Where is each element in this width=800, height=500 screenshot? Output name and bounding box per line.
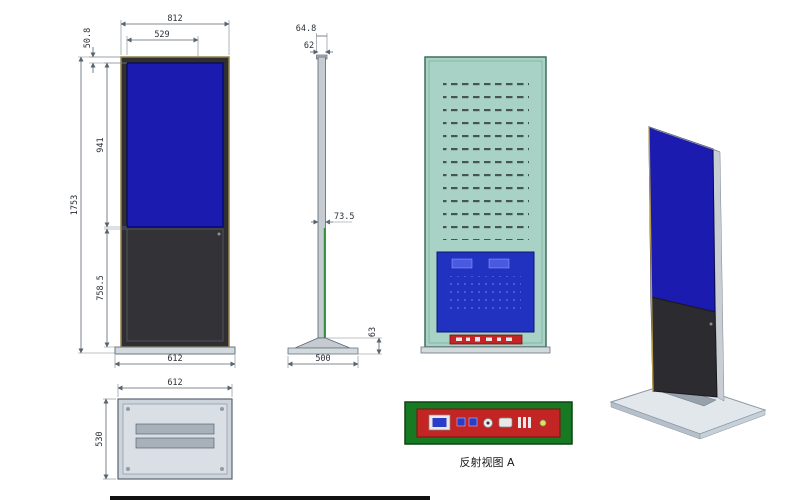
bottom-screw [126,407,130,411]
dim-label-50-8: 50.8 [83,28,93,48]
iso-lower-face [650,296,718,398]
dim-bottom-depth [103,398,116,480]
rear-view [420,56,551,354]
front-view: 812 529 50.8 941 1753 [70,14,236,368]
dim-label-62: 62 [304,41,314,51]
connector-mark [475,337,480,342]
rear-perforation-grid [449,276,521,314]
rear-base [420,346,551,354]
connector-port-1 [456,417,466,427]
connector-jack-inner [486,421,490,425]
iso-sensor-dot [709,322,713,326]
connector-mark [497,337,501,341]
dim-front-screen-height [104,62,127,228]
bottom-view: 612 530 [95,378,233,480]
side-base-flare [294,337,351,349]
front-sensor-dot [217,232,221,236]
side-base-plate [287,347,359,355]
dim-label-500: 500 [315,354,330,364]
iso-top-cap [648,126,721,153]
side-green-strip [323,228,326,338]
isometric-view [609,126,767,440]
connector-slot [523,417,526,428]
dim-side-base-depth [287,356,359,368]
dim-label-bottom-612: 612 [167,378,182,388]
dim-front-lower-height [104,228,127,348]
connector-port-2 [468,417,478,427]
bottom-screw [220,467,224,471]
dim-front-screen-width [126,36,199,58]
bottom-crop-bar [110,496,430,500]
front-lower-panel [126,228,224,342]
dim-label-73-5: 73.5 [334,212,354,222]
iso-gold-edge [648,126,654,392]
bottom-slot-2 [135,437,215,449]
detail-caption: 反射视图 A [459,455,514,469]
connector-slot [528,417,531,428]
connector-mark [506,337,512,341]
rear-label-plate-right [488,258,510,269]
bottom-screw [220,407,224,411]
dim-label-941: 941 [96,137,106,152]
dim-label-758-5: 758.5 [96,275,106,301]
dim-front-base-width [114,355,236,368]
iso-base-plate-side-right [699,409,766,440]
rear-vent-slots [443,80,529,240]
dim-bottom-width [117,384,233,397]
dim-label-63: 63 [368,327,378,337]
dim-label-529: 529 [154,30,169,40]
dim-side-base-height [325,337,382,355]
side-view: 64.8 62 73.5 63 500 [287,24,382,368]
dim-label-812: 812 [167,14,182,24]
connector-mark [486,337,492,341]
connector-slot [518,417,521,428]
iso-screen-face [648,126,716,313]
connector-mark [456,337,462,341]
dim-label-64-8: 64.8 [296,24,316,34]
connector-led [539,419,547,427]
dim-label-530: 530 [95,431,105,446]
front-screen [126,62,224,228]
connector-socket-inner [432,418,447,427]
front-base [114,346,236,355]
connector-mark [466,337,470,341]
dim-label-front-612: 612 [167,354,182,364]
bottom-slot-1 [135,423,215,435]
dim-front-total-height [78,56,121,354]
detail-view: 反射视图 A [404,401,573,469]
bottom-screw [126,467,130,471]
dim-front-top-width [120,20,230,55]
rear-label-plate-left [451,258,473,269]
dim-side-head-depth [316,33,328,53]
dim-label-1753: 1753 [70,195,80,215]
connector-usb [498,417,513,428]
